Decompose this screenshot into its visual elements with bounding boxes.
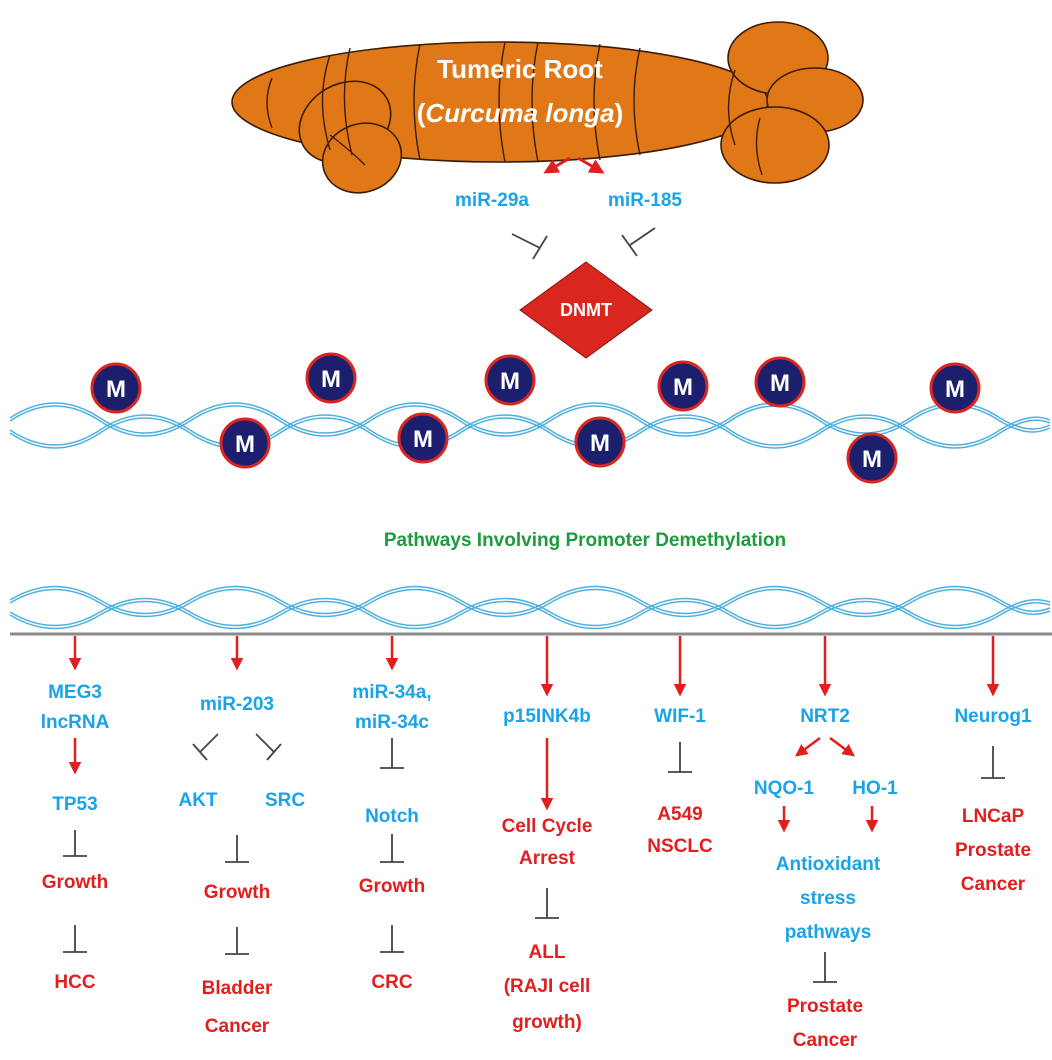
methyl-badge: M bbox=[397, 412, 449, 464]
methyl-badge: M bbox=[754, 356, 806, 408]
raji-cell-label: (RAJI cell bbox=[504, 976, 591, 997]
pathway-meg3: MEG3 lncRNA TP53 Growth HCC bbox=[41, 682, 110, 993]
mir203-label: miR-203 bbox=[200, 694, 274, 715]
nsclc-label: NSCLC bbox=[647, 836, 713, 857]
pathway-nrt2: NRT2 NQO-1 HO-1 Antioxidant stress pathw… bbox=[754, 706, 898, 1051]
pathway-neurog1: Neurog1 LNCaP Prostate Cancer bbox=[954, 706, 1032, 895]
hcc-label: HCC bbox=[54, 972, 95, 993]
nrt2-label: NRT2 bbox=[800, 706, 850, 727]
svg-text:M: M bbox=[590, 430, 610, 457]
crc-label: CRC bbox=[371, 972, 412, 993]
column-arrows bbox=[68, 636, 1000, 697]
a549-label: A549 bbox=[657, 804, 702, 825]
mirna-185-label: miR-185 bbox=[608, 190, 682, 211]
svg-text:M: M bbox=[673, 374, 693, 401]
neurog1-cancer-label: Cancer bbox=[961, 874, 1026, 895]
dnmt-label: DNMT bbox=[560, 300, 612, 320]
meg3-growth-label: Growth bbox=[42, 872, 109, 893]
mirna-29a-label: miR-29a bbox=[455, 190, 529, 211]
neurog1-label: Neurog1 bbox=[954, 706, 1032, 727]
akt-label: AKT bbox=[178, 790, 217, 811]
pathway-p15ink4b: p15INK4b Cell Cycle Arrest ALL (RAJI cel… bbox=[502, 706, 593, 1033]
turmeric-root-illustration bbox=[231, 21, 864, 194]
mirna-inhibition-lines bbox=[511, 227, 656, 260]
svg-text:M: M bbox=[321, 366, 341, 393]
svg-text:M: M bbox=[862, 446, 882, 473]
antioxidant-label: Antioxidant bbox=[776, 854, 881, 875]
lncrna-label: lncRNA bbox=[41, 712, 110, 733]
notch-label: Notch bbox=[365, 806, 419, 827]
mir34-growth-label: Growth bbox=[359, 876, 426, 897]
raji-growth-label: growth) bbox=[512, 1012, 582, 1033]
pathway-wif1: WIF-1 A549 NSCLC bbox=[647, 706, 713, 857]
pathways-label: pathways bbox=[785, 922, 872, 943]
svg-text:M: M bbox=[770, 370, 790, 397]
methyl-badge: M bbox=[484, 354, 536, 406]
mir34c-label: miR-34c bbox=[355, 712, 429, 733]
mir203-growth-label: Growth bbox=[204, 882, 271, 903]
root-to-mirna-arrows bbox=[543, 156, 605, 174]
stress-label: stress bbox=[800, 888, 856, 909]
bladder-label: Bladder bbox=[202, 978, 273, 999]
svg-text:M: M bbox=[413, 426, 433, 453]
meg3-label: MEG3 bbox=[48, 682, 102, 703]
arrest-label: Arrest bbox=[519, 848, 576, 869]
mir34a-label: miR-34a, bbox=[352, 682, 431, 703]
pathway-title: Pathways Involving Promoter Demethylatio… bbox=[384, 530, 786, 551]
pathway-mir203: miR-203 AKT SRC Growth Bladder Cancer bbox=[178, 694, 305, 1037]
root-title: Tumeric Root bbox=[437, 54, 603, 84]
svg-text:M: M bbox=[106, 376, 126, 403]
tp53-label: TP53 bbox=[52, 794, 97, 815]
root-subtitle: (Curcuma longa) bbox=[417, 98, 624, 128]
methyl-badge: M bbox=[846, 432, 898, 484]
all-label: ALL bbox=[529, 942, 566, 963]
cell-cycle-label: Cell Cycle bbox=[502, 816, 593, 837]
methyl-badge: M bbox=[305, 352, 357, 404]
src-label: SRC bbox=[265, 790, 305, 811]
methyl-badge: M bbox=[929, 362, 981, 414]
svg-text:M: M bbox=[235, 431, 255, 458]
dna-helix-top bbox=[9, 402, 1051, 449]
prostate-label: Prostate bbox=[787, 996, 863, 1017]
p15ink4b-label: p15INK4b bbox=[503, 706, 591, 727]
svg-text:M: M bbox=[945, 376, 965, 403]
methyl-badge: M bbox=[574, 416, 626, 468]
svg-text:M: M bbox=[500, 368, 520, 395]
methyl-groups: M M M M M M M M M M bbox=[90, 352, 981, 484]
neurog1-prostate-label: Prostate bbox=[955, 840, 1031, 861]
pathway-mir34: miR-34a, miR-34c Notch Growth CRC bbox=[352, 682, 431, 993]
nqo1-label: NQO-1 bbox=[754, 778, 815, 799]
methyl-badge: M bbox=[90, 362, 142, 414]
bladder-cancer-label: Cancer bbox=[205, 1016, 270, 1037]
lncap-label: LNCaP bbox=[962, 806, 1025, 827]
prostate-cancer-label: Cancer bbox=[793, 1030, 858, 1051]
ho1-label: HO-1 bbox=[852, 778, 898, 799]
dnmt-diamond bbox=[519, 261, 653, 359]
methyl-badge: M bbox=[219, 417, 271, 469]
methyl-badge: M bbox=[657, 360, 709, 412]
wif1-label: WIF-1 bbox=[654, 706, 706, 727]
dna-helix-bottom bbox=[9, 585, 1051, 630]
